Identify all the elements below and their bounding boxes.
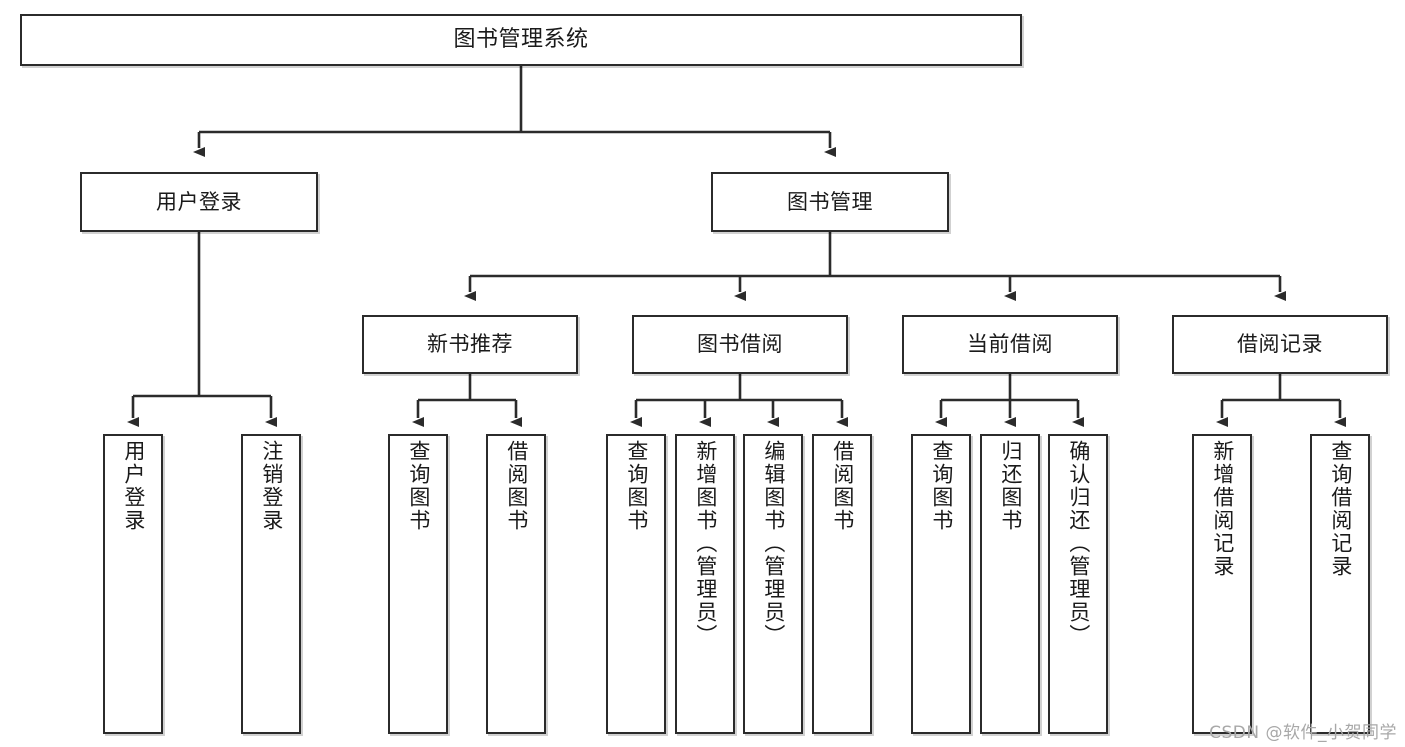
node-label: 注销登录 xyxy=(259,440,284,532)
node-root-book-management-system[interactable]: 图书管理系统 xyxy=(20,14,1022,66)
node-label: 图书管理系统 xyxy=(453,27,589,53)
node-book-borrow[interactable]: 图书借阅 xyxy=(632,315,848,374)
node-label: 图书管理 xyxy=(787,189,873,214)
node-label: 新书推荐 xyxy=(427,332,513,357)
node-label: 查询图书 xyxy=(406,440,431,532)
leaf-book-borrow-query-book[interactable]: 查询图书 xyxy=(606,434,666,734)
node-label: 查询借阅记录 xyxy=(1328,440,1353,578)
node-label: 借阅图书 xyxy=(830,440,855,532)
watermark-text: CSDN @软件_小贺同学 xyxy=(1209,723,1397,743)
leaf-book-borrow-add-book-admin[interactable]: 新增图书（管理员） xyxy=(675,434,735,734)
node-label: 查询图书 xyxy=(929,440,954,532)
leaf-new-book-query-book[interactable]: 查询图书 xyxy=(388,434,448,734)
node-label: 确认归还（管理员） xyxy=(1066,440,1091,647)
node-label: 当前借阅 xyxy=(967,332,1053,357)
leaf-user-login-logout[interactable]: 注销登录 xyxy=(241,434,301,734)
leaf-borrow-record-add-record[interactable]: 新增借阅记录 xyxy=(1192,434,1252,734)
leaf-book-borrow-edit-book-admin[interactable]: 编辑图书（管理员） xyxy=(743,434,803,734)
node-label: 归还图书 xyxy=(998,440,1023,532)
node-book-management[interactable]: 图书管理 xyxy=(711,172,949,232)
node-current-borrow[interactable]: 当前借阅 xyxy=(902,315,1118,374)
node-label: 新增图书（管理员） xyxy=(693,440,718,647)
leaf-borrow-record-query-record[interactable]: 查询借阅记录 xyxy=(1310,434,1370,734)
node-label: 用户登录 xyxy=(156,189,242,214)
leaf-new-book-borrow-book[interactable]: 借阅图书 xyxy=(486,434,546,734)
node-user-login[interactable]: 用户登录 xyxy=(80,172,318,232)
leaf-current-borrow-return-book[interactable]: 归还图书 xyxy=(980,434,1040,734)
leaf-current-borrow-confirm-return-admin[interactable]: 确认归还（管理员） xyxy=(1048,434,1108,734)
node-label: 新增借阅记录 xyxy=(1210,440,1235,578)
node-label: 查询图书 xyxy=(624,440,649,532)
node-label: 借阅图书 xyxy=(504,440,529,532)
node-label: 借阅记录 xyxy=(1237,332,1323,357)
node-borrow-record[interactable]: 借阅记录 xyxy=(1172,315,1388,374)
node-label: 编辑图书（管理员） xyxy=(761,440,786,647)
node-new-book-recommend[interactable]: 新书推荐 xyxy=(362,315,578,374)
leaf-book-borrow-borrow-book[interactable]: 借阅图书 xyxy=(812,434,872,734)
node-label: 图书借阅 xyxy=(697,332,783,357)
node-label: 用户登录 xyxy=(121,440,146,532)
leaf-user-login-login[interactable]: 用户登录 xyxy=(103,434,163,734)
leaf-current-borrow-query-book[interactable]: 查询图书 xyxy=(911,434,971,734)
